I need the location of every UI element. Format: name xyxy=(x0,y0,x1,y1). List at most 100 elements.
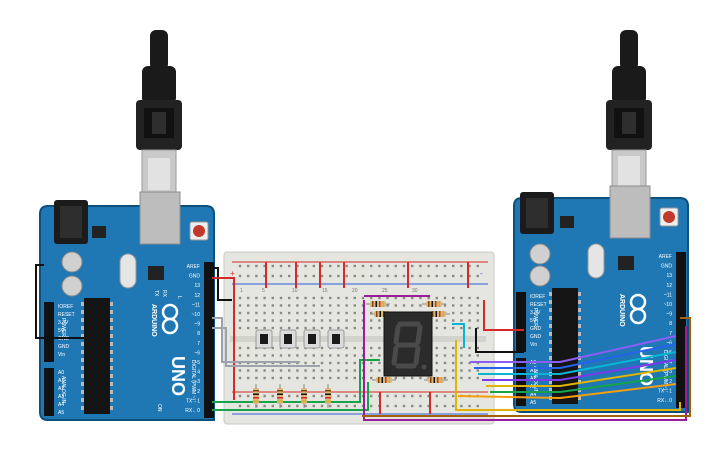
breadboard-hole[interactable] xyxy=(394,404,397,408)
wire-5v-right[interactable] xyxy=(483,300,524,331)
breadboard-hole[interactable] xyxy=(468,264,471,268)
breadboard-hole[interactable] xyxy=(345,394,348,398)
breadboard-hole[interactable] xyxy=(320,274,324,278)
breadboard-hole[interactable] xyxy=(296,376,299,380)
breadboard-hole[interactable] xyxy=(247,264,250,268)
breadboard-hole[interactable] xyxy=(337,354,340,357)
breadboard-hole[interactable] xyxy=(460,346,463,350)
breadboard-hole[interactable] xyxy=(271,319,274,322)
wire-green[interactable] xyxy=(212,359,380,403)
breadboard-hole[interactable] xyxy=(345,404,348,408)
breadboard-hole[interactable] xyxy=(452,376,455,380)
wire-gnd[interactable] xyxy=(35,264,84,339)
breadboard-hole[interactable] xyxy=(247,274,250,278)
breadboard-hole[interactable] xyxy=(378,354,381,357)
breadboard-hole[interactable] xyxy=(435,369,438,372)
breadboard-hole[interactable] xyxy=(312,304,315,307)
breadboard-hole[interactable] xyxy=(263,274,266,278)
breadboard-hole[interactable] xyxy=(452,264,455,268)
wire-gray[interactable] xyxy=(212,327,320,367)
pushbutton-cap[interactable] xyxy=(332,334,340,344)
breadboard-hole[interactable] xyxy=(247,296,250,300)
breadboard-hole[interactable] xyxy=(468,404,471,408)
breadboard-hole[interactable] xyxy=(320,311,324,315)
breadboard-hole[interactable] xyxy=(337,369,340,372)
breadboard-hole[interactable] xyxy=(353,394,356,398)
breadboard-hole[interactable] xyxy=(288,369,291,372)
breadboard-hole[interactable] xyxy=(394,394,397,398)
breadboard-hole[interactable] xyxy=(435,274,438,278)
breadboard-hole[interactable] xyxy=(370,264,373,268)
breadboard-hole[interactable] xyxy=(402,404,406,408)
breadboard-hole[interactable] xyxy=(312,394,315,398)
breadboard-hole[interactable] xyxy=(337,296,340,300)
breadboard-hole[interactable] xyxy=(435,346,438,350)
breadboard-hole[interactable] xyxy=(394,304,397,307)
breadboard-hole[interactable] xyxy=(435,354,438,357)
breadboard-hole[interactable] xyxy=(304,319,307,322)
breadboard-hole[interactable] xyxy=(394,296,397,300)
breadboard-hole[interactable] xyxy=(238,376,242,380)
breadboard-hole[interactable] xyxy=(329,264,332,268)
breadboard-hole[interactable] xyxy=(452,369,455,372)
wire-green[interactable] xyxy=(490,375,677,393)
breadboard-hole[interactable] xyxy=(452,346,455,350)
breadboard-hole[interactable] xyxy=(370,361,373,365)
breadboard-hole[interactable] xyxy=(238,274,242,278)
breadboard-hole[interactable] xyxy=(263,404,266,408)
breadboard-hole[interactable] xyxy=(353,274,356,278)
breadboard-hole[interactable] xyxy=(337,311,340,315)
breadboard-hole[interactable] xyxy=(411,376,414,380)
wire-brown[interactable] xyxy=(362,317,691,417)
breadboard-hole[interactable] xyxy=(460,319,463,322)
breadboard-hole[interactable] xyxy=(443,304,447,307)
breadboard-hole[interactable] xyxy=(238,304,242,307)
breadboard-hole[interactable] xyxy=(247,369,250,372)
wire-yellow[interactable] xyxy=(455,340,681,411)
breadboard-hole[interactable] xyxy=(378,264,381,268)
breadboard-hole[interactable] xyxy=(353,326,356,330)
breadboard-hole[interactable] xyxy=(320,304,324,307)
breadboard-hole[interactable] xyxy=(337,326,340,330)
breadboard-hole[interactable] xyxy=(378,346,381,350)
wire-blue[interactable] xyxy=(474,343,677,369)
breadboard-hole[interactable] xyxy=(247,311,250,315)
breadboard-hole[interactable] xyxy=(296,311,299,315)
breadboard-hole[interactable] xyxy=(238,346,242,350)
breadboard-hole[interactable] xyxy=(263,394,266,398)
usb-cable-left[interactable] xyxy=(136,30,182,199)
breadboard-hole[interactable] xyxy=(402,394,406,398)
breadboard-hole[interactable] xyxy=(353,376,356,380)
breadboard-hole[interactable] xyxy=(443,404,447,408)
breadboard-hole[interactable] xyxy=(304,274,307,278)
breadboard-hole[interactable] xyxy=(312,369,315,372)
breadboard-hole[interactable] xyxy=(468,296,471,300)
breadboard-hole[interactable] xyxy=(476,376,479,380)
breadboard-hole[interactable] xyxy=(443,376,447,380)
breadboard-hole[interactable] xyxy=(279,369,283,372)
breadboard-hole[interactable] xyxy=(312,296,315,300)
breadboard-hole[interactable] xyxy=(476,354,479,357)
breadboard-hole[interactable] xyxy=(247,304,250,307)
breadboard-hole[interactable] xyxy=(320,264,324,268)
breadboard-hole[interactable] xyxy=(361,264,365,268)
breadboard-hole[interactable] xyxy=(329,296,332,300)
breadboard-hole[interactable] xyxy=(419,296,422,300)
breadboard-hole[interactable] xyxy=(419,404,422,408)
breadboard-hole[interactable] xyxy=(271,404,274,408)
wire-green[interactable] xyxy=(212,382,369,411)
breadboard-hole[interactable] xyxy=(304,376,307,380)
breadboard-hole[interactable] xyxy=(288,304,291,307)
breadboard-hole[interactable] xyxy=(247,376,250,380)
breadboard-hole[interactable] xyxy=(452,326,455,330)
breadboard-hole[interactable] xyxy=(443,369,447,372)
breadboard-hole[interactable] xyxy=(288,264,291,268)
breadboard-hole[interactable] xyxy=(304,311,307,315)
breadboard-hole[interactable] xyxy=(263,296,266,300)
breadboard-hole[interactable] xyxy=(263,326,266,330)
breadboard-hole[interactable] xyxy=(460,326,463,330)
breadboard-hole[interactable] xyxy=(271,296,274,300)
breadboard-hole[interactable] xyxy=(263,369,266,372)
breadboard-hole[interactable] xyxy=(255,369,258,372)
